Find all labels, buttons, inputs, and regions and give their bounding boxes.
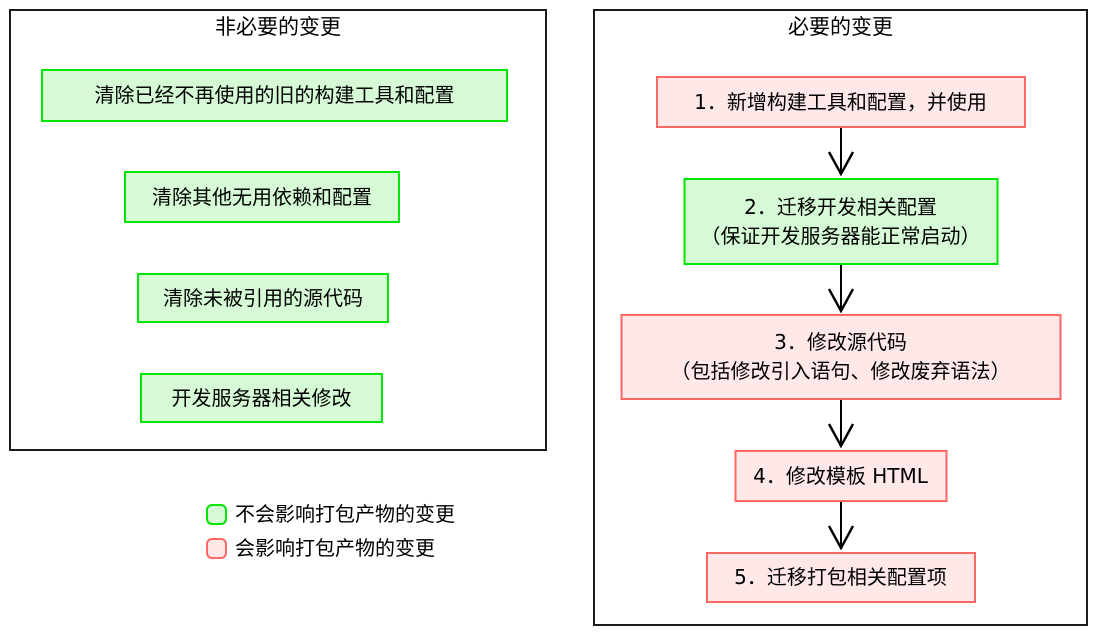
step-box-5: 5．迁移打包相关配置项 bbox=[705, 552, 976, 603]
arrow-down-icon bbox=[827, 128, 854, 176]
step-label: 5．迁移打包相关配置项 bbox=[734, 565, 947, 589]
legend: 不会影响打包产物的变更 会影响打包产物的变更 bbox=[206, 503, 455, 571]
step-box-3: 3．修改源代码 （包括修改引入语句、修改废弃语法） bbox=[620, 314, 1061, 400]
legend-swatch-pink-icon bbox=[206, 538, 227, 559]
step-label: 1．新增构建工具和配置，并使用 bbox=[694, 89, 987, 114]
arrow-down-icon bbox=[827, 400, 854, 448]
change-item-box: 清除未被引用的源代码 bbox=[137, 273, 389, 323]
legend-label: 会影响打包产物的变更 bbox=[235, 536, 435, 560]
step-label: 2．迁移开发相关配置 bbox=[744, 194, 937, 219]
step-sublabel: （保证开发服务器能正常启动） bbox=[700, 223, 981, 248]
change-item-box: 开发服务器相关修改 bbox=[140, 373, 383, 423]
arrow-down-icon bbox=[827, 265, 854, 313]
legend-item: 会影响打包产物的变更 bbox=[206, 537, 455, 560]
panel-title: 非必要的变更 bbox=[215, 15, 341, 39]
essential-changes-panel: 必要的变更 1．新增构建工具和配置，并使用 2．迁移开发相关配置 （保证开发服务… bbox=[593, 9, 1088, 626]
change-item-label: 清除未被引用的源代码 bbox=[163, 285, 363, 310]
step-label: 3．修改源代码 bbox=[774, 330, 907, 354]
step-box-1: 1．新增构建工具和配置，并使用 bbox=[655, 76, 1026, 128]
legend-item: 不会影响打包产物的变更 bbox=[206, 503, 455, 526]
step-sublabel: （包括修改引入语句、修改废弃语法） bbox=[670, 359, 1011, 383]
step-box-4: 4．修改模板 HTML bbox=[734, 450, 947, 502]
change-item-box: 清除其他无用依赖和配置 bbox=[124, 171, 400, 223]
legend-label: 不会影响打包产物的变更 bbox=[235, 502, 455, 526]
panel-title: 必要的变更 bbox=[788, 15, 893, 39]
change-item-label: 开发服务器相关修改 bbox=[171, 385, 352, 410]
arrow-down-icon bbox=[827, 502, 854, 550]
nonessential-changes-panel: 非必要的变更 清除已经不再使用的旧的构建工具和配置 清除其他无用依赖和配置 清除… bbox=[9, 9, 547, 451]
step-label: 4．修改模板 HTML bbox=[753, 463, 928, 488]
step-box-2: 2．迁移开发相关配置 （保证开发服务器能正常启动） bbox=[683, 178, 998, 265]
legend-swatch-green-icon bbox=[206, 504, 227, 525]
change-item-label: 清除其他无用依赖和配置 bbox=[152, 184, 372, 209]
change-item-box: 清除已经不再使用的旧的构建工具和配置 bbox=[41, 69, 508, 122]
change-item-label: 清除已经不再使用的旧的构建工具和配置 bbox=[94, 83, 455, 107]
